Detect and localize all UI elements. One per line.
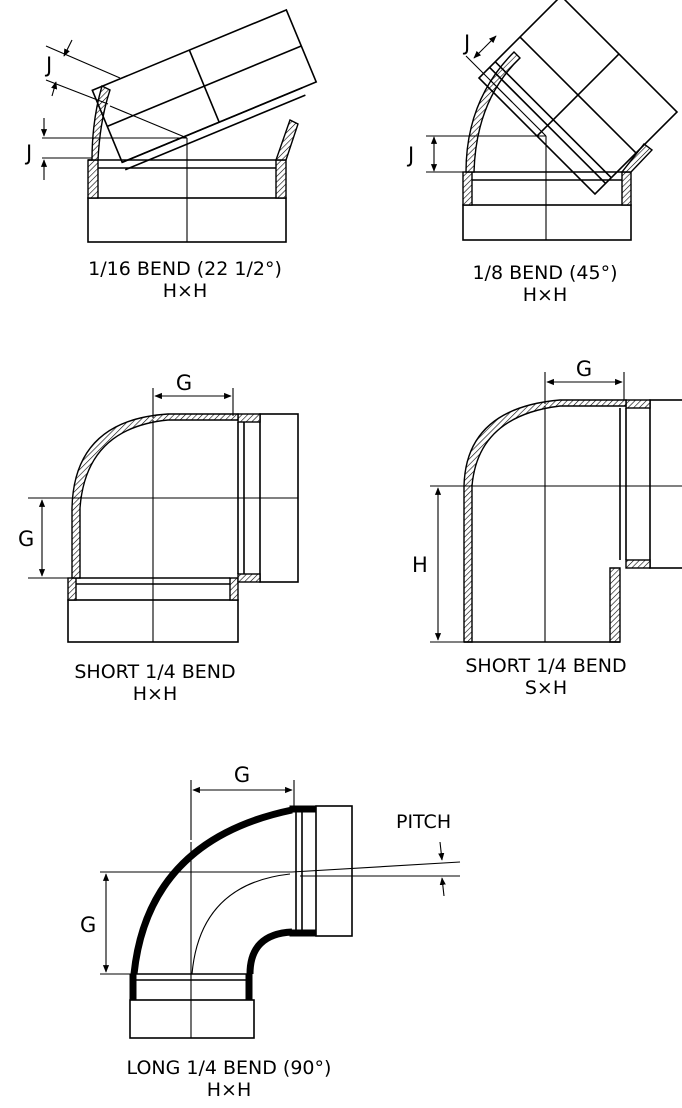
body-inner-wall bbox=[246, 928, 293, 975]
hub-rotated bbox=[477, 0, 679, 196]
pitch-label: PITCH bbox=[396, 811, 451, 833]
hub-wall-left bbox=[87, 159, 99, 199]
dimension-j-lower: J bbox=[24, 141, 32, 165]
dimension-h-side: H bbox=[412, 553, 428, 577]
body-wall-right bbox=[275, 119, 299, 161]
fitting-sixteenth-bend: J J 1/16 BEND (22 1/2°) H×H bbox=[24, 8, 318, 302]
fitting-short-quarter-bend-hxh: G G SHORT 1/4 BEND H×H bbox=[18, 371, 299, 705]
dimension-g-side: G bbox=[18, 527, 34, 551]
caption-connection: H×H bbox=[163, 280, 208, 302]
dimension-g-top: G bbox=[234, 763, 250, 787]
fitting-eighth-bend: J J 1/8 BEND (45°) H×H bbox=[406, 0, 679, 306]
hub-wall-right bbox=[275, 159, 287, 199]
body-wall-left bbox=[91, 84, 111, 161]
hub-bottom bbox=[462, 204, 632, 241]
caption-title: 1/16 BEND (22 1/2°) bbox=[88, 258, 282, 280]
caption-connection: H×H bbox=[523, 284, 568, 306]
hub-rotated bbox=[91, 8, 318, 171]
body-wall bbox=[463, 399, 627, 643]
dimension-j-lower: J bbox=[406, 143, 414, 167]
caption-connection: H×H bbox=[207, 1079, 252, 1101]
hub-bottom bbox=[129, 999, 255, 1039]
dimension-j-upper: J bbox=[462, 31, 470, 55]
caption-title: SHORT 1/4 BEND bbox=[74, 661, 235, 683]
dimension-g-side: G bbox=[80, 913, 96, 937]
dimension-g-top: G bbox=[176, 371, 192, 395]
hub-side bbox=[649, 399, 682, 569]
hub-side bbox=[315, 805, 353, 937]
caption-connection: S×H bbox=[525, 677, 567, 699]
caption-title: 1/8 BEND (45°) bbox=[472, 262, 617, 284]
dimension-j-upper: J bbox=[44, 53, 52, 77]
fitting-short-quarter-bend-sxh: G H SHORT 1/4 BEND S×H bbox=[412, 357, 682, 699]
body-outer-wall bbox=[130, 806, 293, 975]
body-wall bbox=[71, 413, 239, 579]
caption-title: SHORT 1/4 BEND bbox=[465, 655, 626, 677]
fitting-long-quarter-bend: G G PITCH LONG 1/4 BEND (90°) H×H bbox=[80, 763, 461, 1101]
caption-connection: H×H bbox=[133, 683, 178, 705]
dimension-g-top: G bbox=[576, 357, 592, 381]
caption-title: LONG 1/4 BEND (90°) bbox=[127, 1057, 332, 1079]
